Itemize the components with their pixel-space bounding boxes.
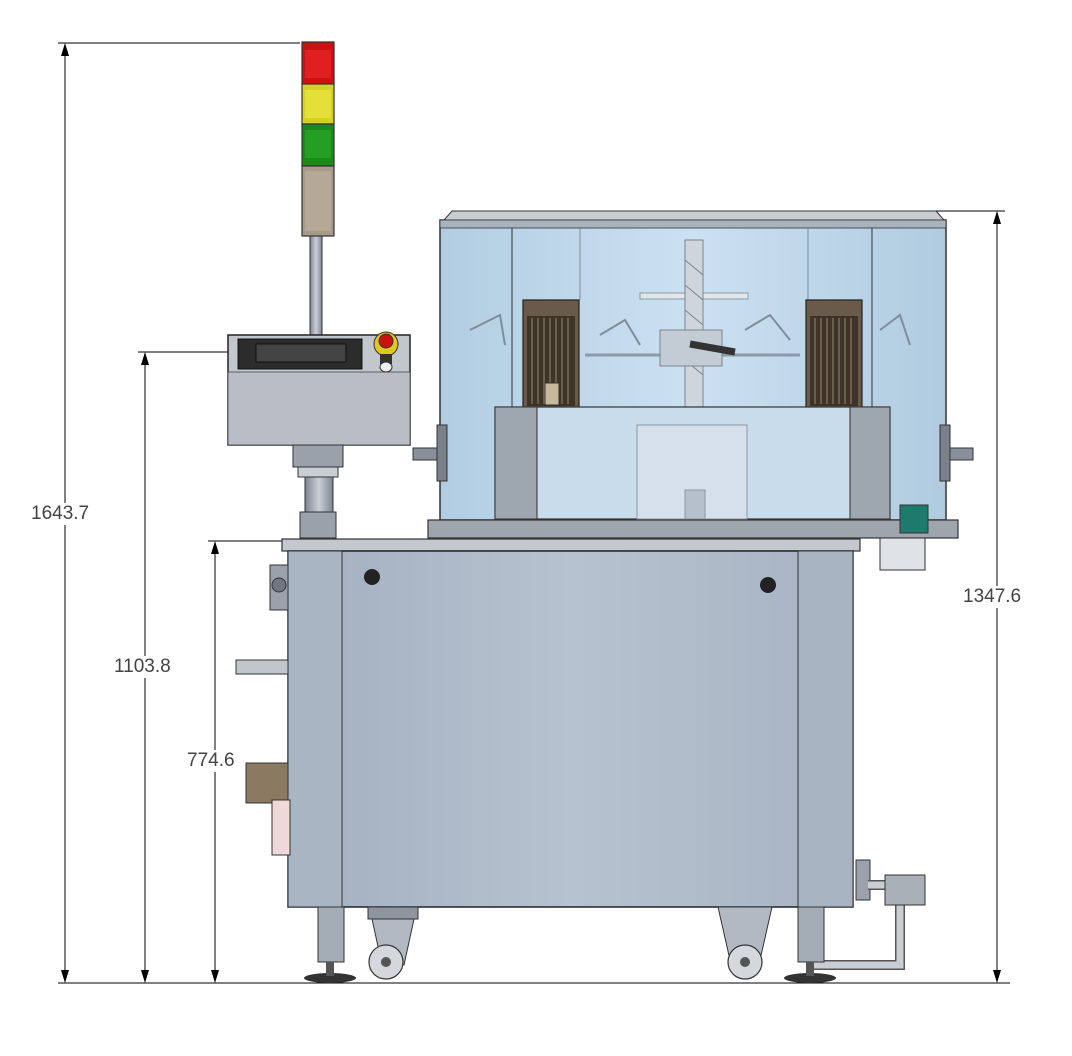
legs-and-casters <box>304 906 836 983</box>
dimension-label-overall-height: 1643.7 <box>30 503 91 525</box>
dimension-label-panel-height: 1103.8 <box>113 656 172 678</box>
dimension-label-table-height: 774.6 <box>186 750 236 772</box>
control-box <box>227 331 411 539</box>
glass-enclosure <box>412 210 974 571</box>
dimension-label-enclosure-height: 1347.6 <box>962 586 1023 608</box>
stack-light <box>301 41 335 336</box>
cabinet <box>235 538 926 970</box>
